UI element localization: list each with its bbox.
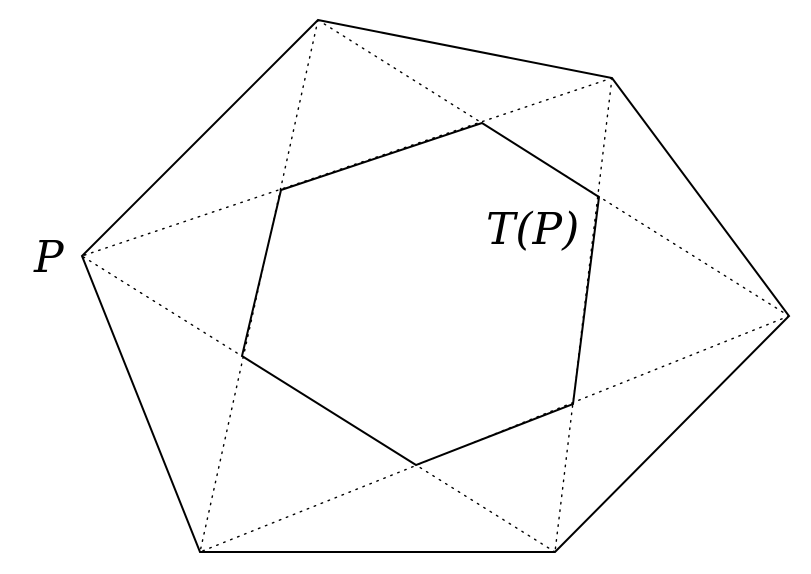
label-tp: T(P) bbox=[486, 204, 580, 255]
label-p: P bbox=[34, 232, 64, 283]
diagonal-1-3 bbox=[554, 77, 613, 553]
inner-polygon-tp bbox=[240, 121, 601, 467]
outer-polygon-p bbox=[80, 18, 791, 553]
diagonal-0-5 bbox=[199, 19, 319, 553]
dotted-diagonals bbox=[81, 19, 790, 553]
diagonal-2-4 bbox=[199, 315, 790, 553]
